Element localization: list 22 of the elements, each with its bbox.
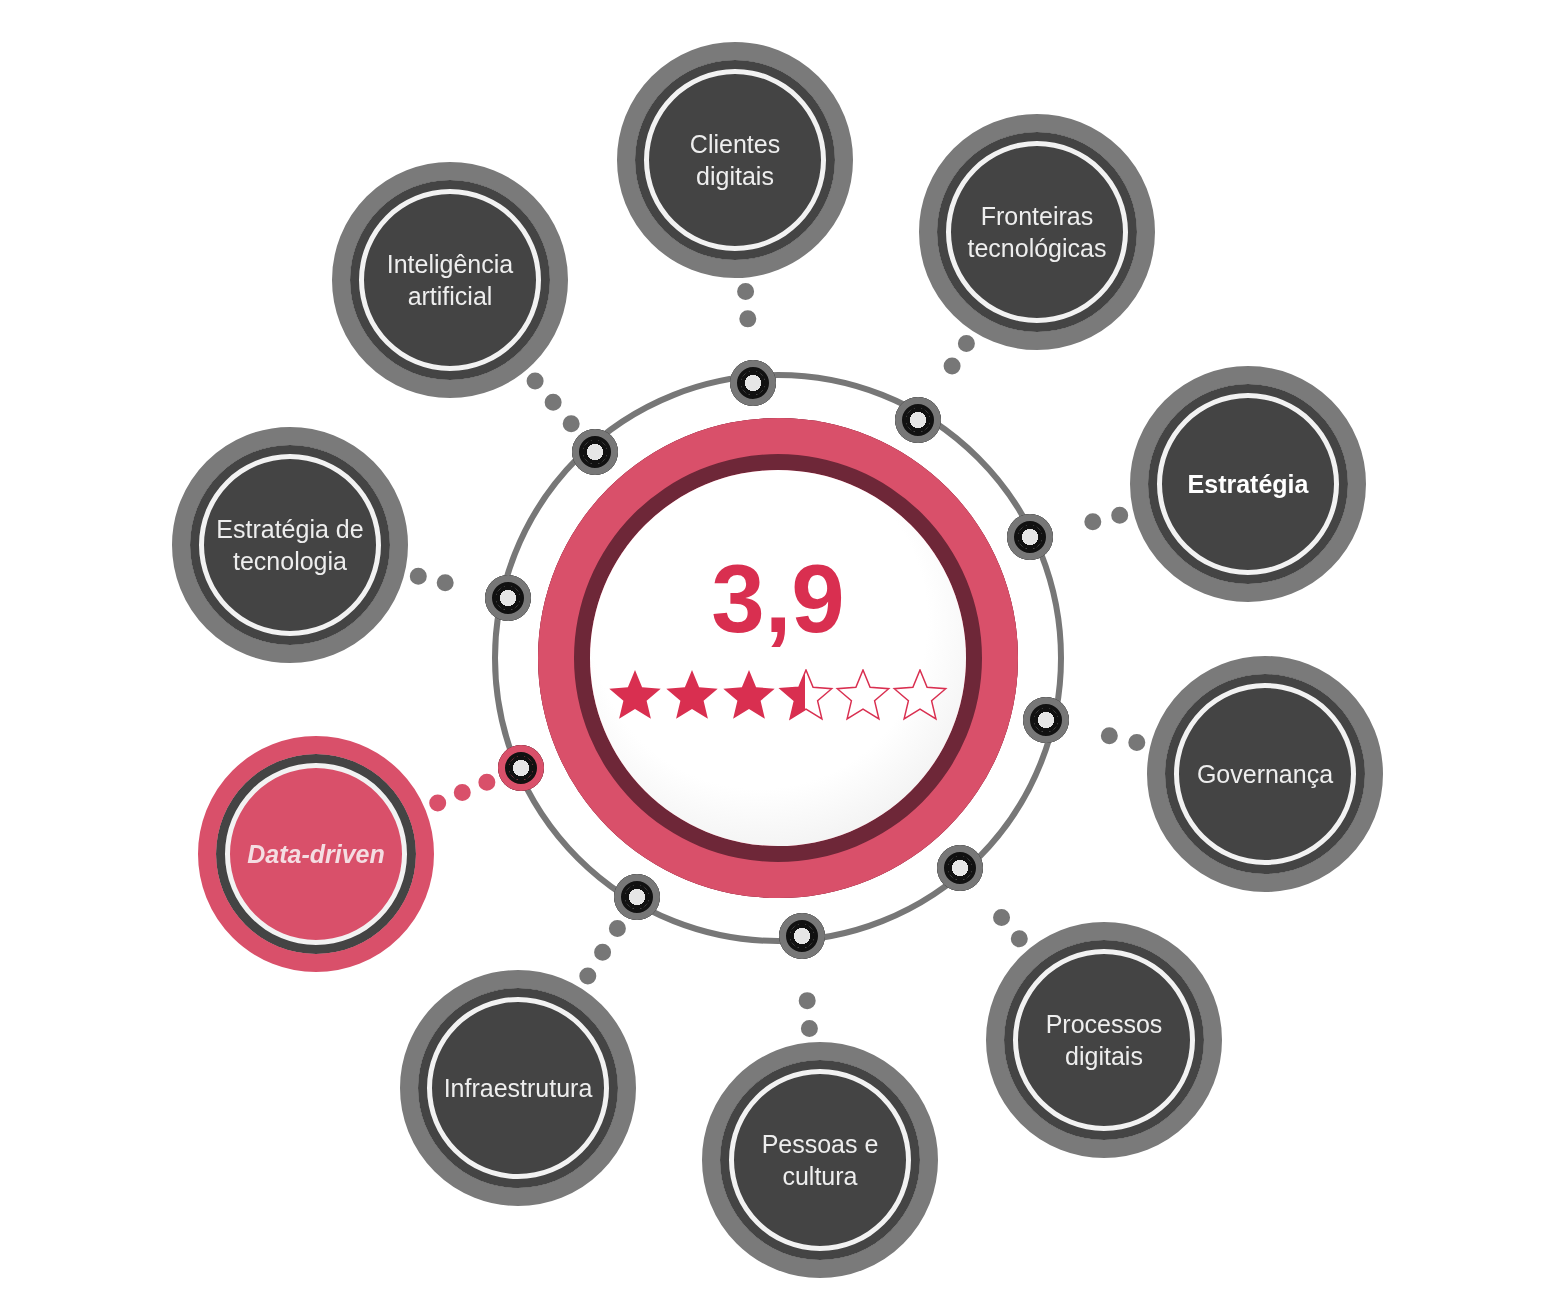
category-label: Estratégia de tecnologia — [215, 513, 365, 577]
connector-dot — [498, 745, 544, 791]
score-value: 3,9 — [711, 551, 845, 647]
category-label: Fronteiras tecnológicas — [966, 200, 1108, 264]
category-label: Pessoas e cultura — [760, 1128, 880, 1192]
category-label: Governança — [1196, 758, 1334, 790]
connector-dot — [485, 575, 531, 621]
dotted-connector — [526, 372, 580, 433]
category-label: Data-driven — [247, 838, 385, 870]
category-label: Processos digitais — [1044, 1008, 1164, 1072]
connector-dot — [1023, 697, 1069, 743]
category-label: Inteligência artificial — [385, 248, 515, 312]
category-label: Estratégia — [1187, 468, 1309, 500]
connector-dot — [1007, 514, 1053, 560]
category-label: Infraestrutura — [443, 1072, 593, 1104]
connector-dot — [614, 874, 660, 920]
dotted-connector — [429, 773, 496, 812]
connector-dot — [895, 397, 941, 443]
connector-dot — [779, 913, 825, 959]
connector-dot — [730, 360, 776, 406]
dotted-connector — [579, 919, 626, 985]
category-label: Clientes digitais — [688, 128, 782, 192]
